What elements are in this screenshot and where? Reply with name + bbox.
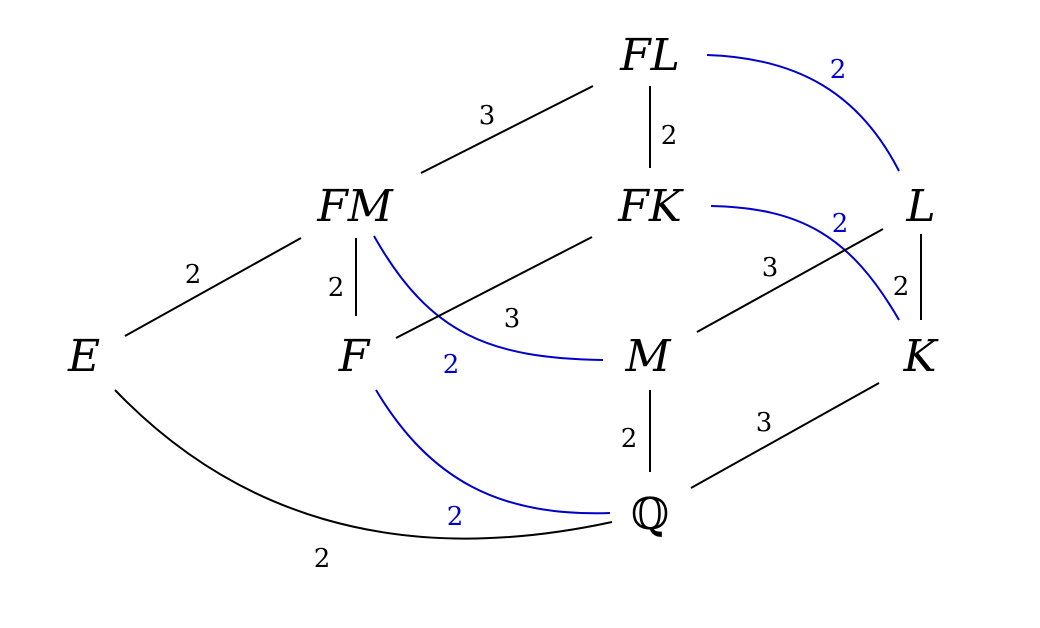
- edge-m-q-label: 2: [621, 424, 638, 454]
- edge-fm-e-label: 2: [185, 260, 202, 290]
- edge-fk-k: [710, 205, 900, 321]
- node-q: ℚ: [631, 489, 669, 540]
- edges-layer: [114, 54, 922, 540]
- node-fk: FK: [617, 181, 684, 232]
- node-fm: FM: [316, 181, 394, 232]
- edge-fk-f-label: 3: [504, 304, 521, 334]
- edge-k-q: [690, 382, 880, 489]
- edge-labels-layer: 3 2 2 2 2 2 3 2 3 2 2 2 2 3: [185, 55, 910, 574]
- edge-fk-k-label: 2: [832, 209, 849, 239]
- node-f: F: [338, 331, 371, 382]
- node-e: E: [67, 331, 100, 382]
- edge-f-q: [375, 389, 611, 515]
- edge-f-q-label: 2: [447, 502, 464, 532]
- edge-fm-e: [124, 237, 302, 337]
- edge-k-q-label: 3: [756, 408, 773, 438]
- edge-fk-f: [395, 236, 593, 339]
- node-l: L: [905, 181, 935, 232]
- edge-fm-f-label: 2: [328, 273, 345, 303]
- edge-fl-fk-label: 2: [661, 121, 678, 151]
- node-m: M: [624, 331, 671, 382]
- edge-l-m-label: 3: [762, 253, 779, 283]
- node-k: K: [903, 331, 939, 382]
- edge-fl-l: [706, 54, 900, 172]
- node-fl: FL: [619, 30, 680, 81]
- edge-e-q-label: 2: [314, 544, 331, 574]
- edge-fl-l-label: 2: [830, 55, 847, 85]
- edge-fm-m: [373, 235, 604, 361]
- nodes-layer: FL FM FK L E F M K ℚ: [67, 30, 939, 540]
- edge-fm-m-label: 2: [443, 350, 460, 380]
- edge-l-k-label: 2: [893, 272, 910, 302]
- edge-e-q: [114, 389, 613, 540]
- edge-l-m: [696, 228, 884, 333]
- edge-fl-fm: [420, 85, 594, 174]
- edge-fl-fm-label: 3: [479, 101, 496, 131]
